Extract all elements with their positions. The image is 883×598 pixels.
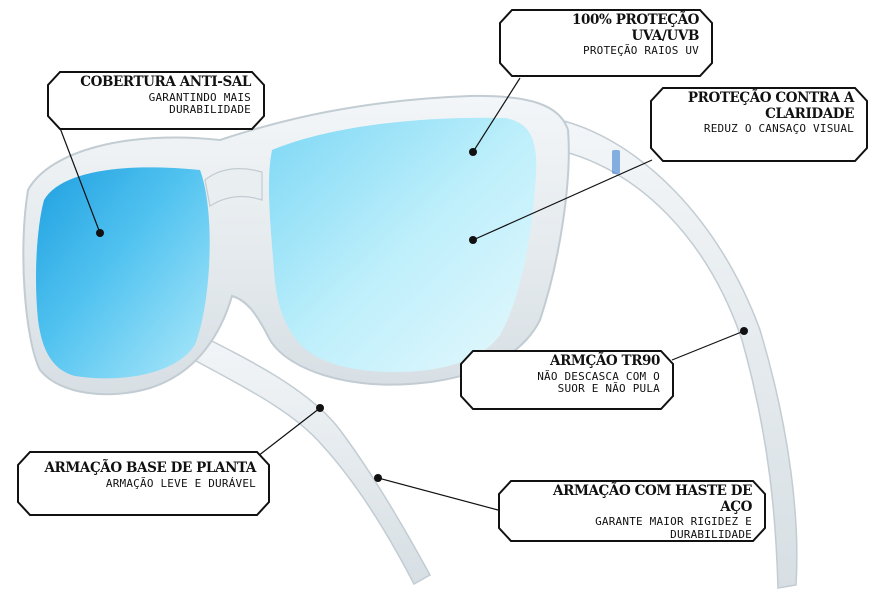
pointer-dot-aco [374, 474, 382, 482]
left-lens [36, 167, 210, 379]
callout-tr90-title: ARMÇÃO TR90 [550, 353, 660, 369]
callout-tr90-subtitle: NÃO DESCASCA COM O SUOR E NÃO PULA [537, 369, 660, 396]
pointer-planta [257, 407, 321, 457]
pointer-aco [377, 477, 499, 511]
hinge [612, 150, 620, 174]
callout-anti-sal-title: COBERTURA ANTI-SAL [80, 74, 251, 90]
pointer-dot-claridade [469, 236, 477, 244]
callout-steel-temple: ARMAÇÃO COM HASTE DE AÇO GARANTE MAIOR R… [498, 480, 766, 542]
callout-uv-protection: 100% PROTEÇÃO UVA/UVB PROTEÇÃO RAIOS UV [499, 9, 713, 77]
callout-glare-protection: PROTEÇÃO CONTRA A CLARIDADE REDUZ O CANS… [650, 87, 868, 162]
right-lens [268, 117, 537, 372]
callout-plant-based-frame: ARMAÇÃO BASE DE PLANTA ARMAÇÃO LEVE E DU… [17, 451, 270, 516]
callout-pointers [59, 77, 748, 511]
callout-claridade-subtitle: REDUZ O CANSAÇO VISUAL [703, 122, 854, 136]
pointer-uv [472, 77, 521, 153]
callout-tr90-frame: ARMÇÃO TR90 NÃO DESCASCA COM O SUOR E NÃ… [460, 350, 674, 410]
callout-anti-sal-subtitle: GARANTINDO MAIS DURABILIDADE [148, 90, 251, 117]
pointer-dot-tr90 [740, 327, 748, 335]
nose-bridge [204, 168, 263, 207]
pointer-tr90 [671, 330, 745, 361]
pointer-dot-planta [316, 404, 324, 412]
callout-planta-subtitle: ARMAÇÃO LEVE E DURÁVEL [105, 476, 256, 490]
callout-aco-title: ARMAÇÃO COM HASTE DE AÇO [553, 483, 752, 515]
pointer-dot-anti-sal [96, 229, 104, 237]
callout-anti-sal: COBERTURA ANTI-SAL GARANTINDO MAIS DURAB… [47, 71, 265, 130]
pointer-claridade [472, 159, 653, 241]
right-temple-arm [557, 119, 798, 589]
callout-planta-title: ARMAÇÃO BASE DE PLANTA [44, 460, 256, 476]
pointer-anti-sal [59, 127, 101, 234]
left-temple-arm [184, 328, 432, 586]
pointer-dot-uv [469, 148, 477, 156]
callout-claridade-title: PROTEÇÃO CONTRA A CLARIDADE [687, 90, 855, 122]
callout-uv-title: 100% PROTEÇÃO UVA/UVB [572, 12, 699, 44]
callout-aco-subtitle: GARANTE MAIOR RIGIDEZ E DURABILIDADE [595, 515, 752, 541]
callout-uv-subtitle: PROTEÇÃO RAIOS UV [583, 44, 699, 58]
